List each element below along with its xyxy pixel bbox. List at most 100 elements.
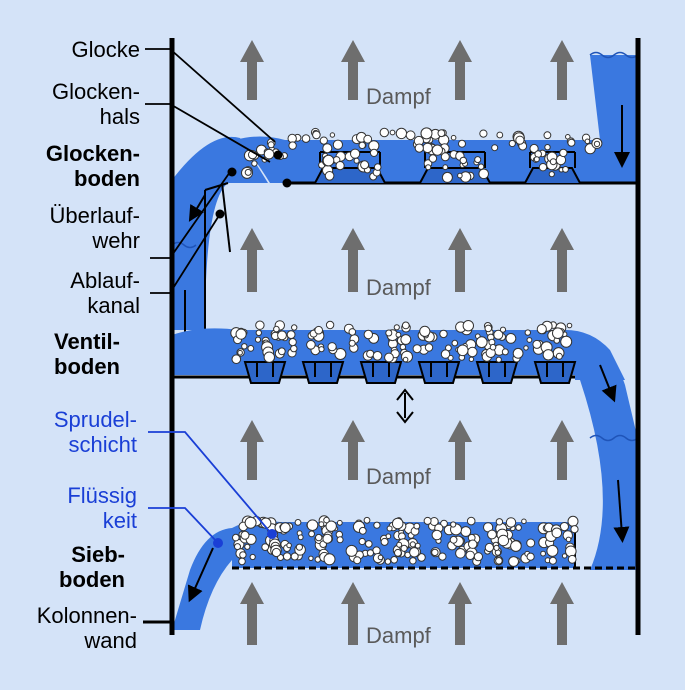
bubble <box>314 325 324 335</box>
label-ueberlaufwehr: Überlauf- wehr <box>50 203 140 253</box>
bubble <box>409 557 417 565</box>
top-downcomer-liquid <box>590 55 638 183</box>
vapor-label-bottom: Dampf <box>366 623 432 648</box>
bubble <box>395 331 402 338</box>
valve <box>301 361 345 384</box>
bubble <box>478 168 490 180</box>
bottom-left-overflow <box>172 528 232 630</box>
bubble <box>584 138 591 145</box>
vapor-arrow <box>240 228 264 292</box>
bubble <box>420 127 433 140</box>
vapor-arrows <box>240 40 574 645</box>
bubble <box>422 142 433 154</box>
bubble <box>282 552 292 561</box>
label-ueberlaufwehr-line2: wehr <box>92 228 140 253</box>
bubble <box>437 129 446 138</box>
bubble <box>561 553 568 559</box>
bubble <box>440 152 450 162</box>
bubble <box>473 552 483 562</box>
bubble <box>548 171 555 178</box>
bubble <box>294 519 302 526</box>
bubble <box>288 141 297 150</box>
bubble <box>327 342 337 352</box>
bubble <box>318 521 325 528</box>
bubble <box>450 134 457 141</box>
bubble <box>431 548 439 557</box>
label-ablaufkanal: Ablauf- kanal <box>70 268 140 318</box>
bubble <box>322 154 335 167</box>
bubble <box>538 163 548 172</box>
bubble <box>394 548 402 557</box>
bubble <box>505 517 517 528</box>
bubble <box>315 533 323 542</box>
label-glockenboden-line1: Glocken- <box>45 141 140 166</box>
bubble <box>384 352 394 363</box>
bubble <box>543 131 552 140</box>
bubble <box>475 336 488 349</box>
bubble <box>329 132 336 138</box>
bubble <box>479 129 488 138</box>
bubble <box>323 516 330 524</box>
top-left-downcomer <box>172 136 268 330</box>
bubble <box>350 148 361 159</box>
bubble <box>288 338 297 347</box>
bubble <box>526 337 533 343</box>
bubble <box>515 524 522 531</box>
valve <box>359 361 403 384</box>
bubble <box>458 139 466 148</box>
bubble <box>439 329 448 339</box>
bubble <box>548 556 557 565</box>
vapor-arrow <box>550 582 574 645</box>
bubble <box>244 168 252 176</box>
bubble <box>402 356 409 363</box>
bubble <box>251 160 258 167</box>
vapor-arrow <box>240 582 264 645</box>
bubble <box>455 548 466 559</box>
bubble <box>235 328 247 340</box>
bubble <box>335 161 345 171</box>
vapor-arrow <box>341 40 365 100</box>
label-glocke: Glocke <box>71 37 140 62</box>
bubble <box>263 351 275 363</box>
bubble <box>565 536 572 543</box>
bubble <box>366 349 375 358</box>
bubble <box>457 172 463 179</box>
vapor-arrow <box>550 228 574 292</box>
bubble <box>468 539 478 549</box>
bubble <box>549 158 557 166</box>
bubble <box>396 541 403 548</box>
bubble <box>325 520 337 532</box>
bubble <box>360 160 370 170</box>
bubble <box>493 329 504 340</box>
bubble <box>239 551 247 559</box>
bubble <box>400 334 412 345</box>
bubble <box>570 525 579 534</box>
bubble <box>267 141 275 149</box>
bubble <box>542 349 554 361</box>
bubble <box>254 336 262 343</box>
bubble <box>277 330 287 341</box>
bubble <box>474 156 482 164</box>
bubble <box>240 530 250 540</box>
bubble <box>508 139 516 148</box>
bubble <box>336 536 344 544</box>
valve <box>533 361 577 384</box>
middle-right-downcomer <box>575 340 638 570</box>
bubble <box>323 553 336 566</box>
vapor-arrow <box>550 420 574 480</box>
bubble <box>459 156 467 165</box>
vapor-arrow <box>341 420 365 480</box>
bubble <box>440 349 451 359</box>
bubble <box>366 549 374 557</box>
bubble <box>419 325 431 337</box>
bubble <box>529 143 539 154</box>
bubble <box>491 144 499 152</box>
label-kolonnenwand-line1: Kolonnen- <box>36 603 137 628</box>
bubble <box>523 345 529 351</box>
bubble <box>441 171 453 183</box>
bubble <box>345 544 358 557</box>
bubble <box>363 329 373 340</box>
bubble <box>409 541 416 548</box>
vapor-arrow <box>240 420 264 480</box>
label-glockenhals-line1: Glocken- <box>51 79 140 104</box>
